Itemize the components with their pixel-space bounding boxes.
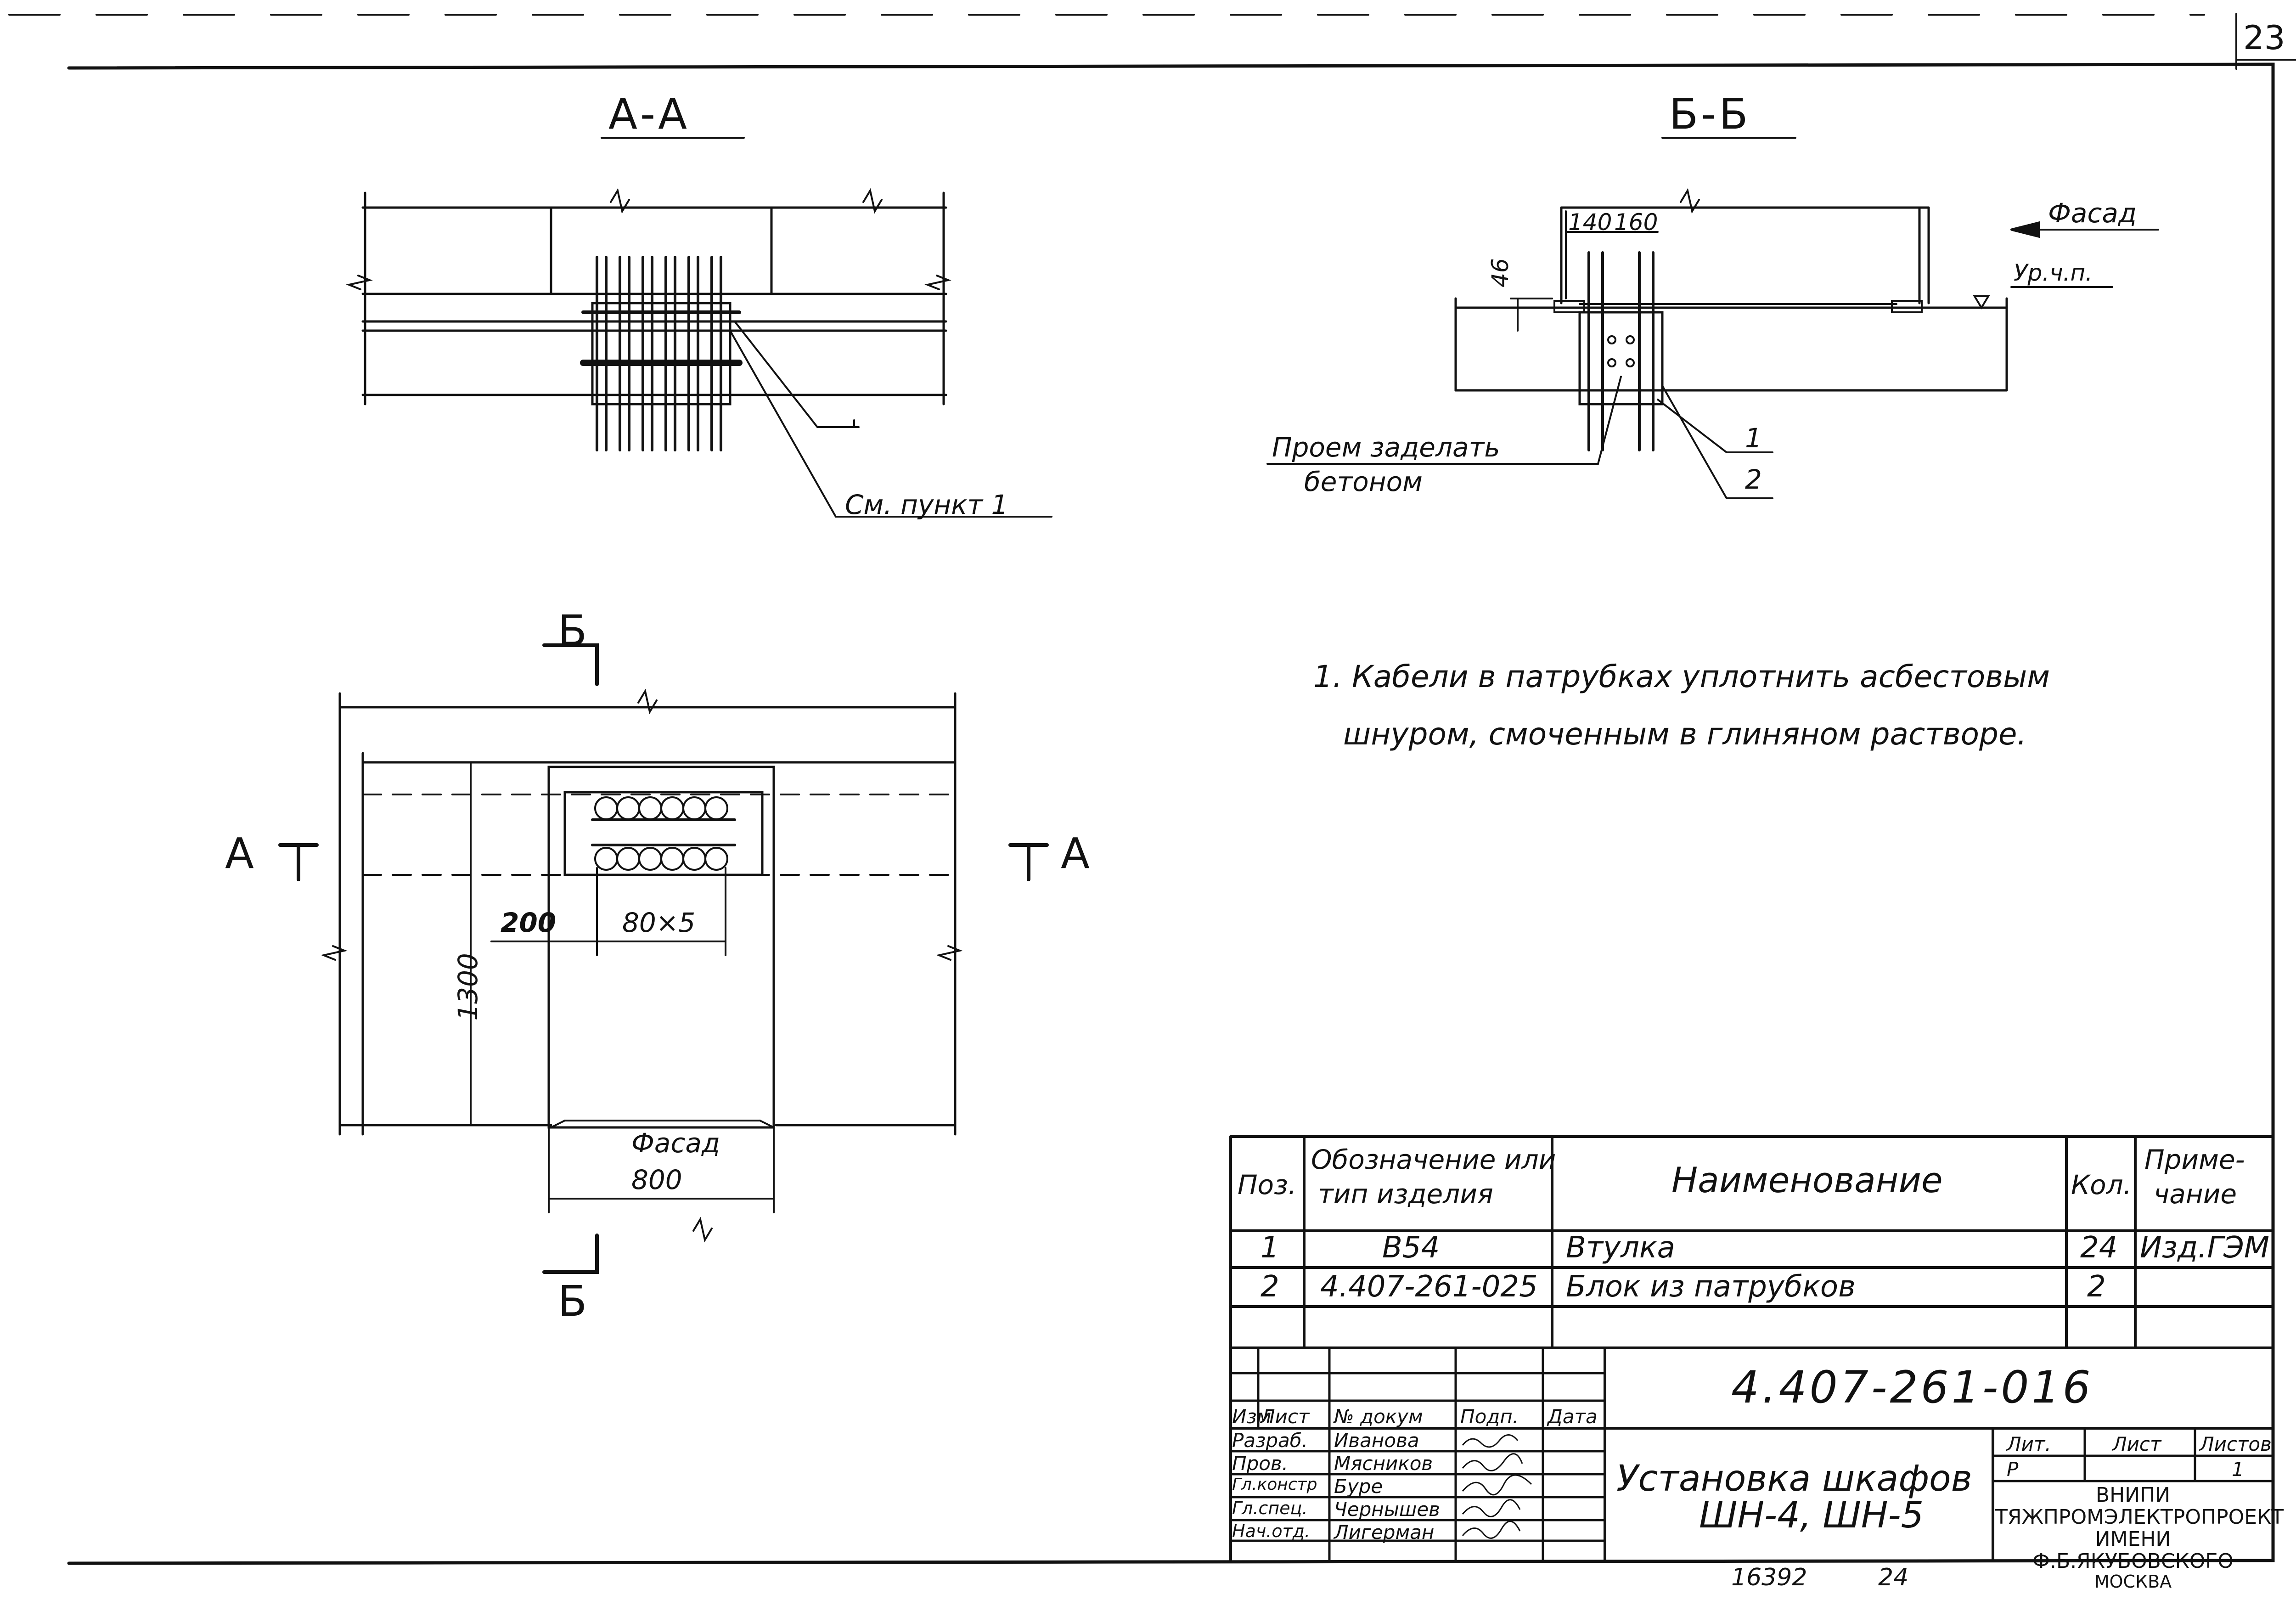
spec-header-name: Наименование <box>1671 1160 1943 1200</box>
dim-1300: 1300 <box>452 953 484 1021</box>
spec-table-grid <box>1229 1135 2274 1562</box>
rev-header-doc: № докум <box>1334 1405 1423 1428</box>
section-bb-drawing <box>1266 137 2159 499</box>
sheet-label: Лист <box>2112 1433 2161 1455</box>
dim-160: 160 <box>1614 209 1658 236</box>
spec-header-qty: Кол. <box>2071 1169 2132 1200</box>
spec-row1-designation: В54 <box>1382 1231 1440 1265</box>
facade-label: Фасад <box>2048 197 2137 229</box>
organization-block: ВНИПИ ТЯЖПРОМЭЛЕКТРОПРОЕКТ ИМЕНИ Ф.Б.ЯКУ… <box>1995 1483 2284 1592</box>
rev-header-sign: Подп. <box>1460 1405 1519 1428</box>
spec-header-pos: Поз. <box>1238 1169 1297 1200</box>
position-1-marker: 1 <box>1745 423 1762 454</box>
name-developer: Иванова <box>1334 1429 1419 1452</box>
rev-header-izm: Изм <box>1232 1405 1272 1428</box>
dim-800: 800 <box>631 1164 682 1195</box>
name-chief-designer: Буре <box>1334 1475 1383 1498</box>
document-title-line2: ШН-4, ШН-5 <box>1699 1495 1924 1536</box>
plan-view-drawing <box>278 643 1049 1274</box>
org-line2: ТЯЖПРОМЭЛЕКТРОПРОЕКТ <box>1995 1505 2284 1529</box>
signatures <box>1462 1434 1532 1539</box>
opening-note-line1: Проем заделать <box>1272 432 1500 463</box>
name-dept-head: Лигерман <box>1334 1521 1435 1544</box>
section-aa-callout: См. пункт 1 <box>845 489 1008 520</box>
spec-header-note-2: чание <box>2154 1178 2237 1210</box>
spec-row1-name: Втулка <box>1566 1231 1675 1265</box>
dim-80x5: 80×5 <box>622 907 696 938</box>
position-2-marker: 2 <box>1745 464 1762 495</box>
spec-header-designation-1: Обозначение или <box>1311 1144 1556 1175</box>
cut-marker-a-left: А <box>225 829 257 878</box>
dim-200: 200 <box>501 907 557 938</box>
role-checker: Пров. <box>1232 1452 1289 1475</box>
section-aa-title: А-А <box>608 90 690 139</box>
org-line3: ИМЕНИ Ф.Б.ЯКУБОВСКОГО <box>2032 1527 2234 1573</box>
sheets-label: Листов <box>2200 1433 2272 1455</box>
org-line1: ВНИПИ <box>2095 1483 2171 1507</box>
note-line-1: 1. Кабели в патрубках уплотнить асбестов… <box>1313 659 2050 694</box>
org-line4: МОСКВА <box>2094 1572 2172 1592</box>
role-chief-designer: Гл.констр <box>1232 1475 1317 1494</box>
note-line-2: шнуром, смоченным в глиняном растворе. <box>1343 716 2027 752</box>
dim-140: 140 <box>1568 209 1612 236</box>
rev-header-list: Лист <box>1261 1405 1310 1428</box>
dim-46: 46 <box>1486 258 1514 287</box>
name-chief-specialist: Чернышев <box>1334 1498 1440 1521</box>
spec-row1-pos: 1 <box>1261 1231 1279 1265</box>
role-developer: Разраб. <box>1232 1429 1308 1452</box>
role-dept-head: Нач.отд. <box>1232 1521 1311 1541</box>
opening-note-line2: бетоном <box>1304 466 1423 497</box>
spec-header-designation-2: тип изделия <box>1318 1178 1493 1210</box>
lit-value: Р <box>2007 1458 2019 1481</box>
document-code: 4.407-261-016 <box>1731 1362 2093 1413</box>
spec-row2-name: Блок из патрубков <box>1566 1270 1856 1304</box>
spec-row2-qty: 2 <box>2087 1270 2106 1304</box>
cut-marker-a-right: А <box>1061 829 1092 878</box>
sheet-number: 23 <box>2243 18 2285 57</box>
rev-header-date: Дата <box>1548 1405 1598 1428</box>
plan-facade-label: Фасад <box>631 1127 720 1159</box>
role-chief-specialist: Гл.спец. <box>1232 1498 1308 1518</box>
footer-page: 24 <box>1878 1564 1909 1591</box>
ground-level-label: Ур.ч.п. <box>2014 259 2093 286</box>
cut-marker-b-top: Б <box>558 606 590 655</box>
section-bb-title: Б-Б <box>1669 90 1751 139</box>
archive-number: 16392 <box>1731 1564 1807 1591</box>
sheet-frame <box>67 62 2275 1565</box>
spec-row1-note: Изд.ГЭМ <box>2140 1231 2270 1265</box>
document-title-line1: Установка шкафов <box>1616 1458 1972 1499</box>
sheets-value: 1 <box>2232 1458 2244 1481</box>
section-aa-drawing <box>346 137 1052 518</box>
spec-row2-designation: 4.407-261-025 <box>1320 1270 1538 1304</box>
spec-row1-qty: 24 <box>2080 1231 2118 1265</box>
lit-label: Лит. <box>2007 1433 2051 1455</box>
title-block-grid <box>1229 1346 2274 1562</box>
spec-row2-pos: 2 <box>1261 1270 1279 1304</box>
name-checker: Мясников <box>1334 1452 1433 1475</box>
spec-header-note-1: Приме- <box>2144 1144 2245 1175</box>
cut-marker-b-bottom: Б <box>558 1277 590 1326</box>
